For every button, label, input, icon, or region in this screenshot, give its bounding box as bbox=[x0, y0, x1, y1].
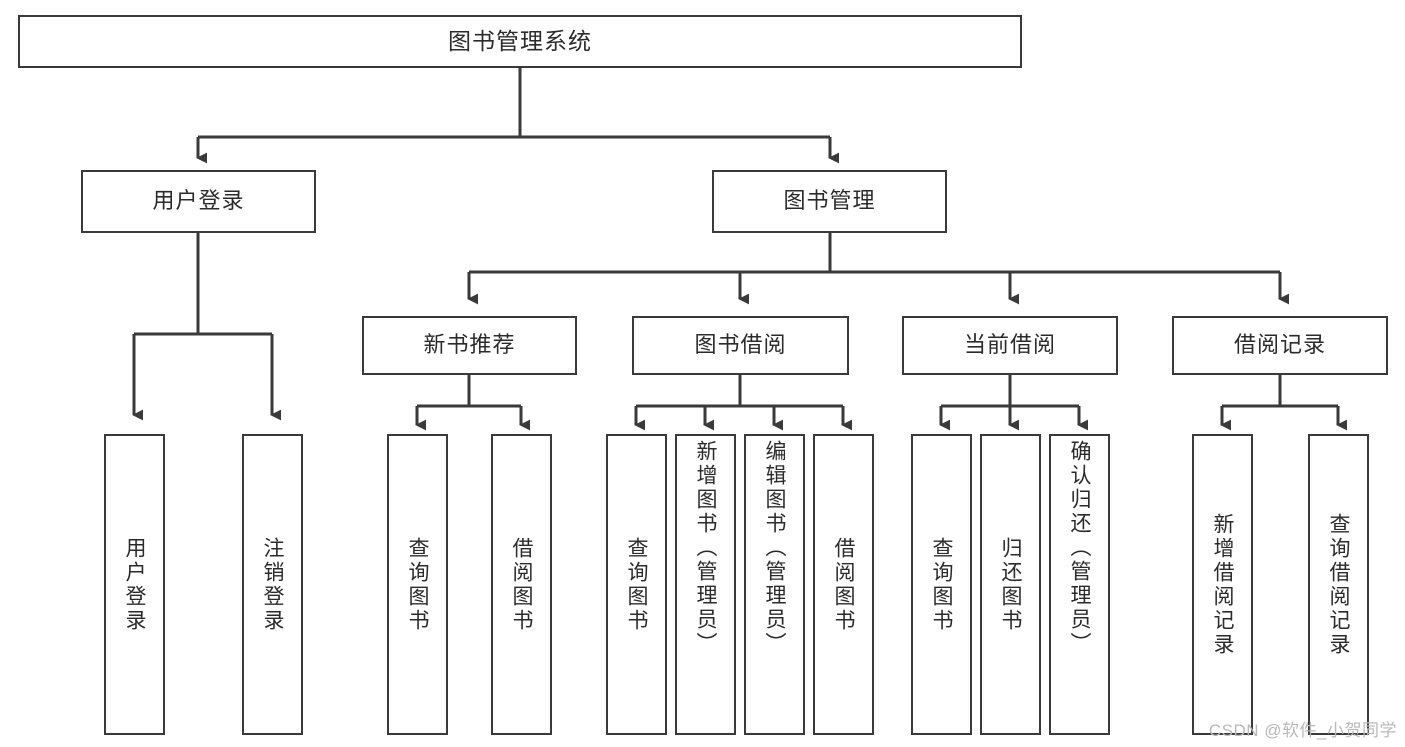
node-label: 新书推荐 bbox=[423, 332, 516, 358]
leaf-query-book-recommend[interactable]: 查询图书 bbox=[387, 434, 448, 735]
node-root-system[interactable]: 图书管理系统 bbox=[18, 15, 1022, 68]
node-label: 当前借阅 bbox=[963, 332, 1056, 358]
leaf-borrow-book-recommend[interactable]: 借阅图书 bbox=[491, 434, 552, 735]
node-current-borrow[interactable]: 当前借阅 bbox=[902, 316, 1118, 375]
node-label: 图书管理系统 bbox=[448, 27, 592, 54]
leaf-query-book-current[interactable]: 查询图书 bbox=[911, 434, 972, 735]
leaf-query-book-borrow[interactable]: 查询图书 bbox=[606, 434, 667, 735]
node-label: 借阅图书 bbox=[832, 536, 855, 633]
node-label: 借阅图书 bbox=[510, 536, 533, 633]
node-label: 图书管理 bbox=[783, 188, 876, 214]
node-label: 查询图书 bbox=[625, 536, 648, 633]
node-label: 借阅记录 bbox=[1233, 332, 1326, 358]
leaf-logout-login[interactable]: 注销登录 bbox=[242, 434, 303, 735]
node-label: 新增借阅记录 bbox=[1211, 512, 1234, 657]
node-label: 新增图书（管理员） bbox=[694, 440, 717, 656]
node-label: 查询借阅记录 bbox=[1327, 512, 1350, 657]
watermark-text: CSDN @软件_小贺同学 bbox=[1208, 721, 1397, 740]
node-label: 归还图书 bbox=[999, 536, 1022, 633]
node-label: 注销登录 bbox=[261, 536, 284, 633]
leaf-add-book-admin[interactable]: 新增图书（管理员） bbox=[675, 434, 736, 735]
node-book-manage[interactable]: 图书管理 bbox=[712, 170, 947, 233]
leaf-add-borrow-record[interactable]: 新增借阅记录 bbox=[1192, 434, 1253, 735]
node-label: 确认归还（管理员） bbox=[1068, 440, 1091, 656]
leaf-user-login[interactable]: 用户登录 bbox=[104, 434, 165, 735]
leaf-borrow-book[interactable]: 借阅图书 bbox=[813, 434, 874, 735]
node-new-book-rec[interactable]: 新书推荐 bbox=[362, 316, 577, 375]
leaf-edit-book-admin[interactable]: 编辑图书（管理员） bbox=[744, 434, 805, 735]
leaf-return-book[interactable]: 归还图书 bbox=[980, 434, 1041, 735]
node-label: 编辑图书（管理员） bbox=[763, 440, 786, 656]
node-label: 查询图书 bbox=[406, 536, 429, 633]
node-label: 查询图书 bbox=[930, 536, 953, 633]
node-label: 用户登录 bbox=[123, 536, 146, 633]
node-label: 图书借阅 bbox=[694, 332, 787, 358]
node-book-borrow[interactable]: 图书借阅 bbox=[632, 316, 849, 375]
node-borrow-record[interactable]: 借阅记录 bbox=[1172, 316, 1388, 375]
leaf-confirm-return-admin[interactable]: 确认归还（管理员） bbox=[1049, 434, 1110, 735]
node-label: 用户登录 bbox=[152, 188, 245, 214]
leaf-query-borrow-record[interactable]: 查询借阅记录 bbox=[1308, 434, 1369, 735]
node-user-login[interactable]: 用户登录 bbox=[81, 170, 316, 233]
